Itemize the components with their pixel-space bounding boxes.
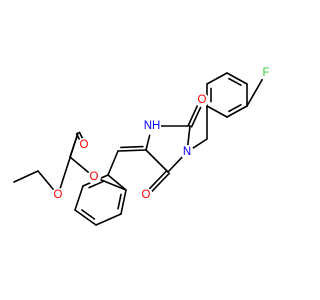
bond (120, 189, 127, 215)
bond (167, 156, 183, 173)
bond-layer (13, 72, 264, 226)
bond (226, 72, 248, 85)
bond (145, 133, 151, 151)
atom-label-O5: O (54, 189, 63, 201)
bond (206, 72, 228, 85)
bond (81, 209, 96, 220)
bond (117, 193, 122, 210)
bond (228, 103, 242, 113)
bond (206, 105, 228, 118)
bond (78, 131, 84, 139)
bond (145, 149, 169, 173)
atom-label-O4: O (80, 139, 89, 151)
bond (107, 174, 127, 191)
atom-label-layer: F O NH N O O O O (51, 66, 273, 202)
bond (13, 170, 39, 183)
bond (74, 185, 84, 211)
bond (95, 213, 122, 226)
bond (192, 138, 208, 149)
bond (228, 77, 242, 87)
atom-label-F: F (262, 67, 269, 79)
bond (226, 105, 248, 118)
bond (74, 209, 97, 226)
atom-NH: NH (143, 117, 161, 135)
bond (120, 145, 144, 149)
bond (246, 78, 264, 107)
atom-O1: O (195, 93, 209, 107)
bond (117, 149, 147, 152)
bond (190, 106, 202, 128)
atom-O2: O (139, 188, 153, 202)
atom-label-N1: N (183, 146, 191, 158)
atom-label-O3: O (90, 171, 99, 183)
bond (37, 170, 55, 191)
bond (187, 104, 199, 127)
bond (88, 180, 105, 189)
bond (107, 150, 119, 176)
bond (148, 169, 168, 190)
bond (69, 156, 90, 174)
atom-label-O2: O (142, 189, 151, 201)
atom-O5: O (51, 188, 65, 202)
atom-label-O1: O (198, 94, 207, 106)
atom-O3: O (87, 170, 101, 184)
bond (59, 132, 79, 190)
bond (151, 172, 171, 192)
bond (99, 178, 127, 191)
atom-N1: N (180, 145, 194, 159)
atom-label-NH: NH (144, 120, 161, 132)
atom-O4: O (77, 138, 91, 152)
bond (187, 125, 191, 146)
molecule-structure: F O NH N O O O O (13, 66, 273, 226)
atom-F: F (259, 66, 273, 80)
